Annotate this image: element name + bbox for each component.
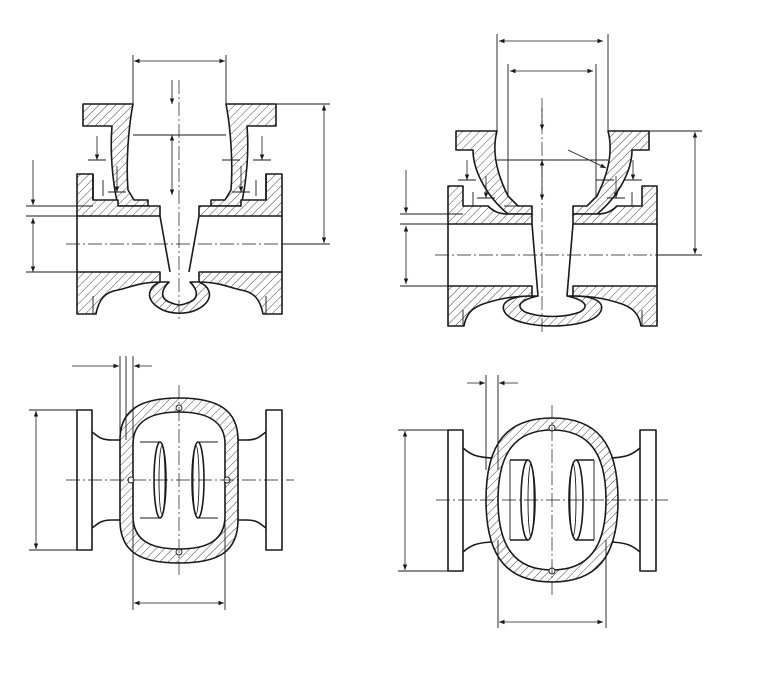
end-flange-right <box>639 429 657 572</box>
sectional-view-a <box>26 55 330 320</box>
bottom-bulb <box>502 295 603 327</box>
plan-view-a <box>29 356 294 610</box>
sectional-view-b <box>400 34 702 335</box>
neck-right <box>228 431 267 529</box>
dim-leader <box>567 149 607 169</box>
lower-flange-left <box>76 271 161 315</box>
lower-flange-right <box>198 271 283 315</box>
top-flange-left <box>82 103 149 207</box>
end-flange-left <box>447 429 464 572</box>
top-flange-left <box>455 130 533 215</box>
riser-arrows <box>458 160 642 207</box>
flange-inner-lines <box>462 192 643 326</box>
top-flange-right <box>210 103 277 207</box>
flange-ends <box>92 174 267 200</box>
body-wall-left <box>447 185 533 225</box>
bottom-bulb <box>148 281 211 315</box>
top-flange-right <box>572 130 650 215</box>
seat-passage <box>510 459 594 541</box>
plan-view-b <box>398 375 668 628</box>
riser-arrows <box>88 136 271 193</box>
body-wall-right <box>572 185 658 225</box>
flange-inner-lines <box>92 180 267 314</box>
neck-left <box>91 431 130 529</box>
